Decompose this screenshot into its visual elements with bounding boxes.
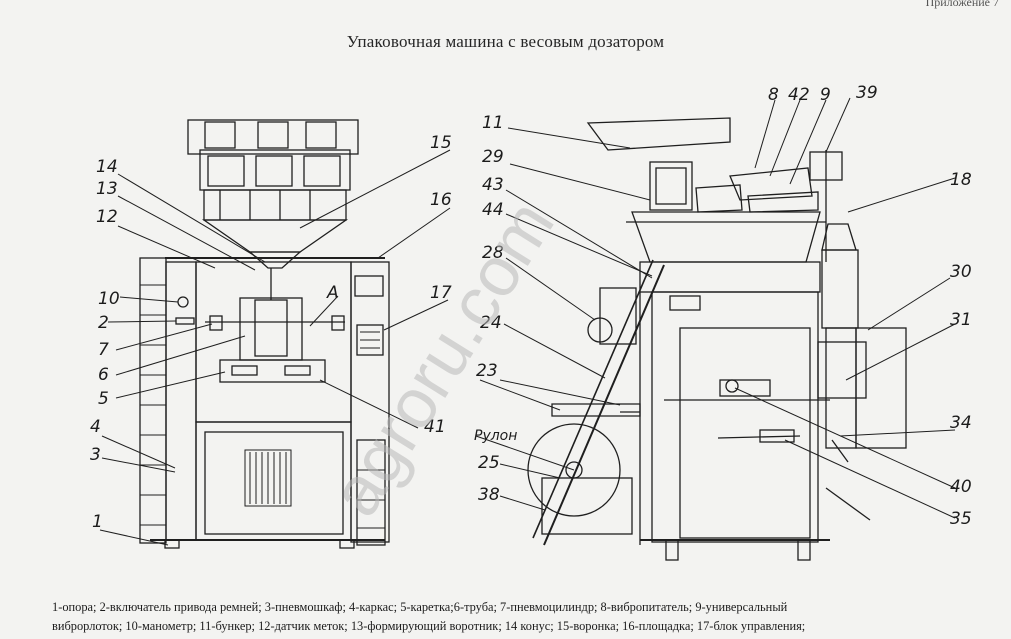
callout-7: 7	[98, 340, 109, 360]
callout-14: 14	[96, 157, 118, 177]
callout-31: 31	[950, 310, 972, 330]
callout-4: 4	[90, 417, 101, 437]
roll-label: Рулон	[474, 428, 517, 444]
left-callouts: 14 13 12 10 2 7 6 5 4 3 1 15 16 А 17 41	[90, 133, 452, 532]
callout-2: 2	[98, 313, 109, 333]
callout-1: 1	[92, 512, 103, 532]
callout-39: 39	[856, 83, 878, 103]
callout-10: 10	[98, 289, 120, 309]
callout-28: 28	[482, 243, 504, 263]
legend-line-2: виброрлоток; 10-манометр; 11-бункер; 12-…	[52, 619, 806, 633]
legend-caption: 1-опора; 2-включатель привода ремней; 3-…	[52, 598, 1002, 636]
callout-3: 3	[90, 445, 101, 465]
appendix-label: Приложение 7	[925, 0, 999, 9]
callout-13: 13	[96, 179, 118, 199]
hopper	[586, 117, 731, 151]
callout-A: А	[326, 283, 339, 303]
right-callouts: 11 29 43 44 28 24 23 Рулон 25 38 8 42 9 …	[474, 83, 972, 529]
callout-11: 11	[482, 113, 504, 133]
callout-43: 43	[482, 175, 504, 195]
callout-41: 41	[424, 417, 446, 437]
callout-8: 8	[768, 85, 779, 105]
right-leader-lines	[475, 97, 956, 519]
drawing-title: Упаковочная машина с весовым дозатором	[346, 32, 665, 51]
callout-5: 5	[98, 389, 109, 409]
left-leader-lines	[99, 149, 451, 546]
control-cabinet	[350, 261, 390, 543]
callout-16: 16	[430, 190, 452, 210]
callout-23: 23	[476, 361, 498, 381]
callout-30: 30	[950, 262, 972, 282]
callout-35: 35	[950, 509, 972, 529]
front-view-machine	[139, 119, 390, 549]
legend-line-1: 1-опора; 2-включатель привода ремней; 3-…	[52, 600, 788, 614]
callout-12: 12	[96, 207, 118, 227]
callout-6: 6	[98, 365, 109, 385]
callout-25: 25	[478, 453, 500, 473]
weigher-heads	[187, 119, 359, 269]
film-roll	[527, 423, 621, 517]
callout-34: 34	[950, 413, 972, 433]
side-view-machine	[527, 117, 907, 561]
callout-38: 38	[478, 485, 500, 505]
callout-15: 15	[430, 133, 452, 153]
callout-9: 9	[820, 85, 831, 105]
callout-18: 18	[950, 170, 972, 190]
callout-40: 40	[950, 477, 972, 497]
callout-29: 29	[482, 147, 504, 167]
callout-42: 42	[788, 85, 810, 105]
callout-44: 44	[482, 200, 504, 220]
callout-24: 24	[480, 313, 502, 333]
callout-17: 17	[430, 283, 452, 303]
